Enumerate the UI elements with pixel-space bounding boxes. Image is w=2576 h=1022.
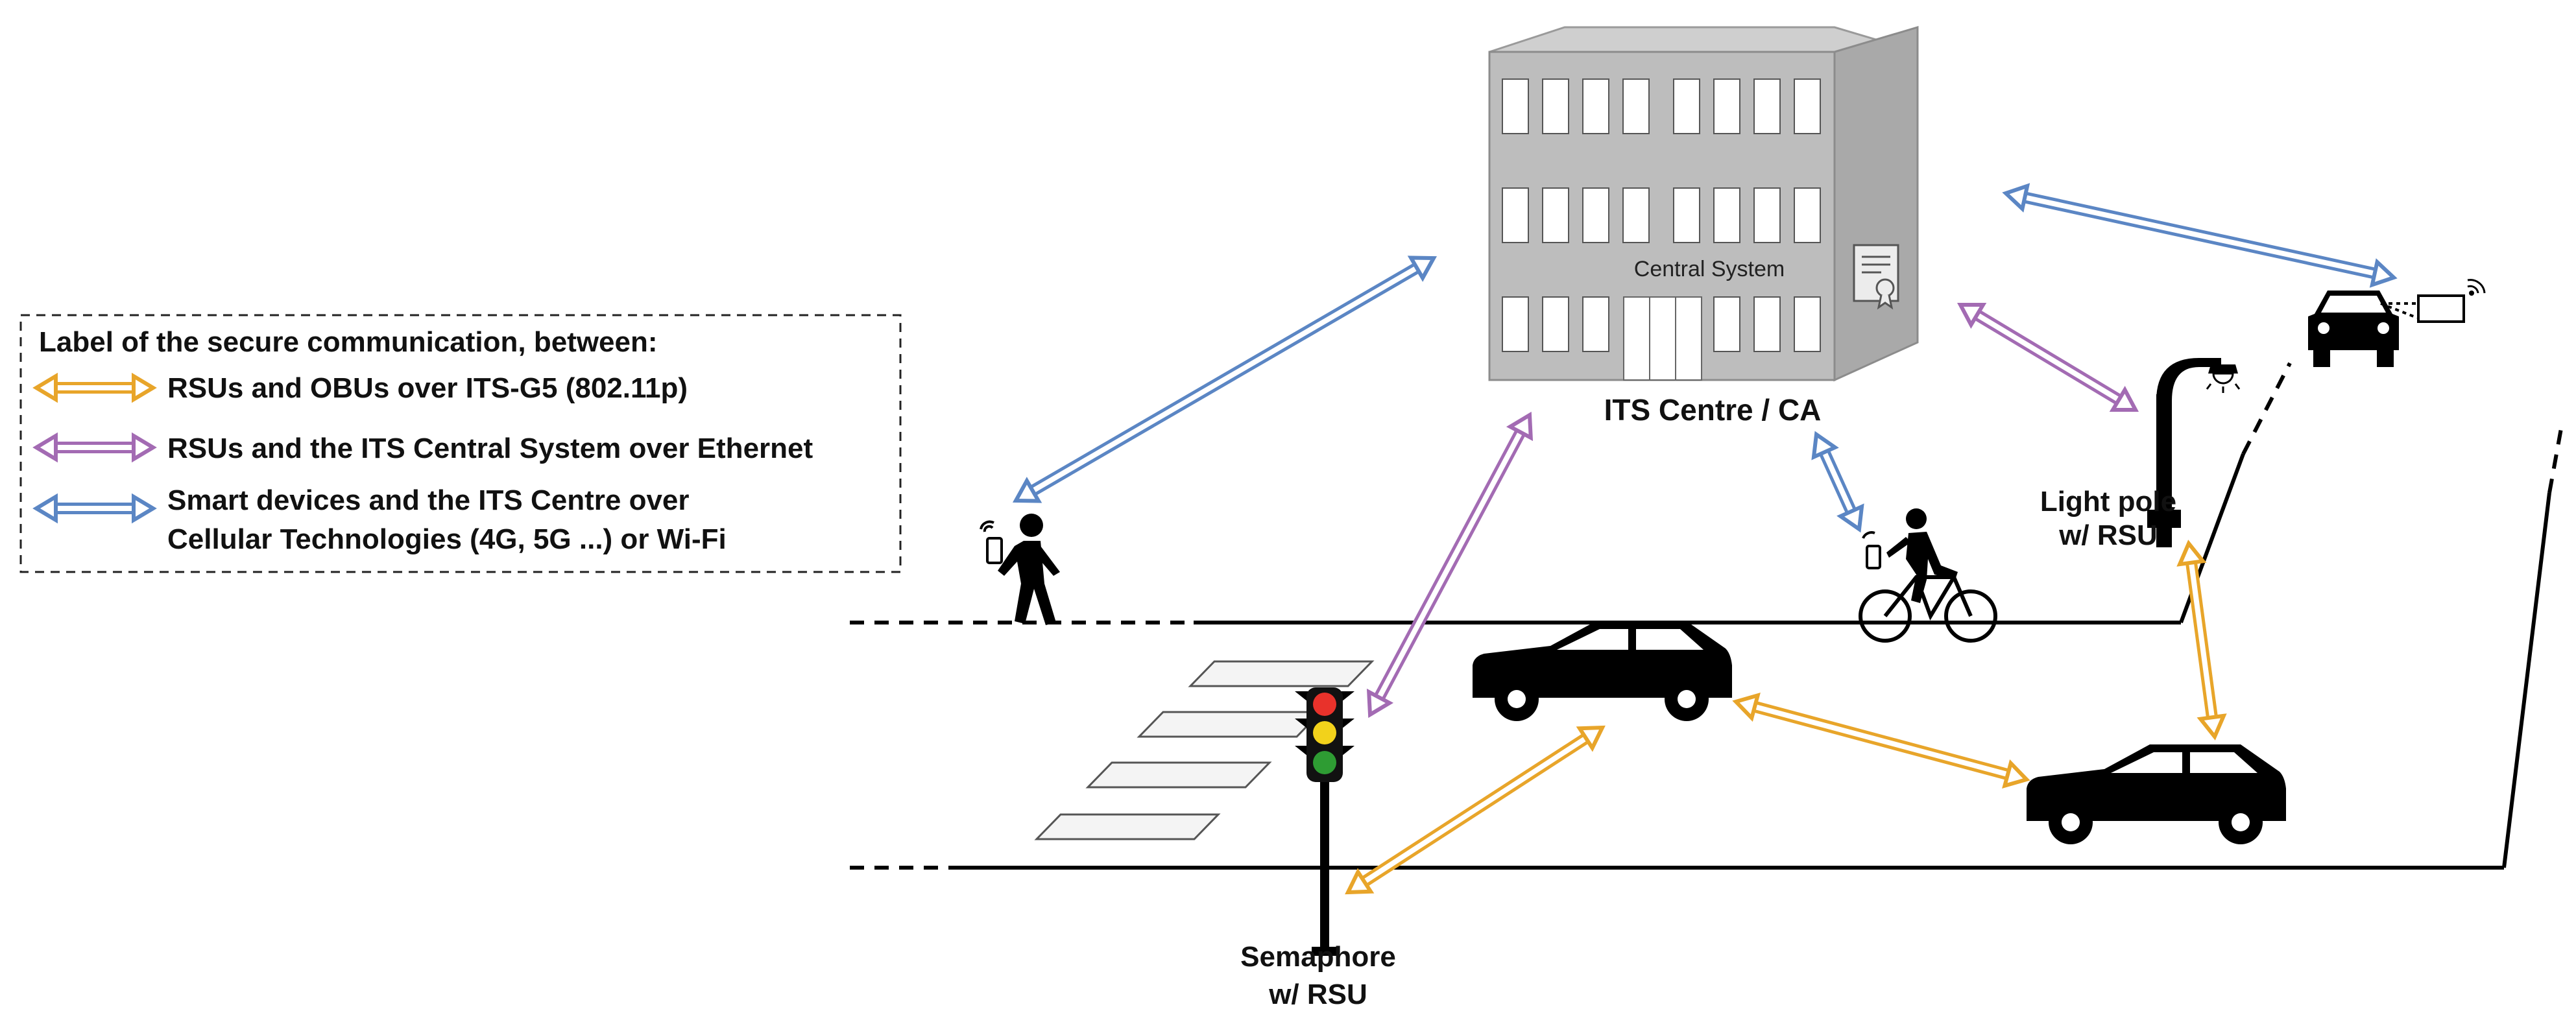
building-window: [1542, 78, 1569, 134]
arrow-ethernet-semaphore: [1366, 411, 1534, 719]
road-edge-right-outer: [2502, 492, 2551, 868]
car-icon: [2027, 744, 2286, 844]
building-window: [1502, 78, 1529, 134]
legend-arrow-its-g5: [32, 372, 157, 403]
building-window: [1582, 78, 1609, 134]
communication-arrows: [1012, 183, 2398, 895]
building-window: [1753, 296, 1781, 352]
pedestrian-phone-icon: [980, 514, 1060, 625]
building-window: [1713, 187, 1740, 243]
street-lamp-icon: [2147, 358, 2241, 547]
building-window: [1794, 296, 1821, 352]
arrow-itsg5-semaphore-car: [1345, 725, 1606, 895]
building-caption: ITS Centre / CA: [1604, 393, 1822, 427]
building-window: [1542, 187, 1569, 243]
building-window: [1673, 187, 1700, 243]
building-window: [1582, 296, 1609, 352]
semaphore-label: Semaphore: [1240, 941, 1396, 973]
arrow-cellular-cyclist: [1811, 431, 1864, 533]
legend-title: Label of the secure communication, betwe…: [39, 326, 658, 358]
legend-box: [19, 314, 902, 573]
building-window: [1713, 296, 1740, 352]
building-window: [1622, 78, 1650, 134]
arrow-cellular-connected-car: [2002, 183, 2398, 288]
light-pole-label-rsu: w/ RSU: [2058, 519, 2158, 551]
building-window: [1502, 296, 1529, 352]
crosswalk: [1034, 660, 1375, 840]
legend-item-cellular: Smart devices and the ITS Centre over: [167, 484, 690, 516]
certificate-icon: [1853, 244, 1899, 310]
light-pole-label: Light pole: [2040, 486, 2176, 517]
arrow-cellular-pedestrian: [1012, 256, 1438, 503]
road-edge-right-outer-dashed: [2547, 421, 2564, 493]
building-inner-label: Central System: [1634, 257, 1785, 281]
cyclist-phone-icon: [1859, 508, 1997, 643]
legend-arrow-ethernet: [32, 432, 157, 463]
arrow-ethernet-light-pole: [1957, 303, 2139, 412]
building-window: [1673, 78, 1700, 134]
roads: [850, 362, 2564, 870]
building-window: [1542, 296, 1569, 352]
road-edge-right-inner-dashed: [2241, 362, 2292, 455]
arrow-itsg5-light-pole-car: [2176, 540, 2227, 741]
semaphore-label-rsu: w/ RSU: [1268, 979, 1367, 1010]
arrow-itsg5-car-car: [1732, 693, 2030, 789]
building-window: [1753, 187, 1781, 243]
connected-car-icon: [2308, 279, 2486, 367]
building-window: [1794, 78, 1821, 134]
building-window: [1794, 187, 1821, 243]
legend-arrow-cellular: [32, 493, 157, 524]
building-window: [1753, 78, 1781, 134]
legend: Label of the secure communication, betwe…: [19, 314, 902, 573]
its-centre-building: Central System: [1488, 25, 1919, 382]
building-window: [1582, 187, 1609, 243]
legend-item-cellular-line2: Cellular Technologies (4G, 5G ...) or Wi…: [167, 523, 727, 555]
car-icon: [1473, 621, 1732, 721]
building-window: [1713, 78, 1740, 134]
legend-item-ethernet: RSUs and the ITS Central System over Eth…: [167, 433, 813, 464]
building-side: [1833, 25, 1919, 382]
building-window: [1502, 187, 1529, 243]
legend-item-its-g5: RSUs and OBUs over ITS-G5 (802.11p): [167, 372, 688, 404]
building-door: [1623, 296, 1702, 381]
wifi-signal-icon: [2467, 279, 2486, 296]
building-window: [1622, 187, 1650, 243]
traffic-light-icon: [1295, 687, 1354, 956]
